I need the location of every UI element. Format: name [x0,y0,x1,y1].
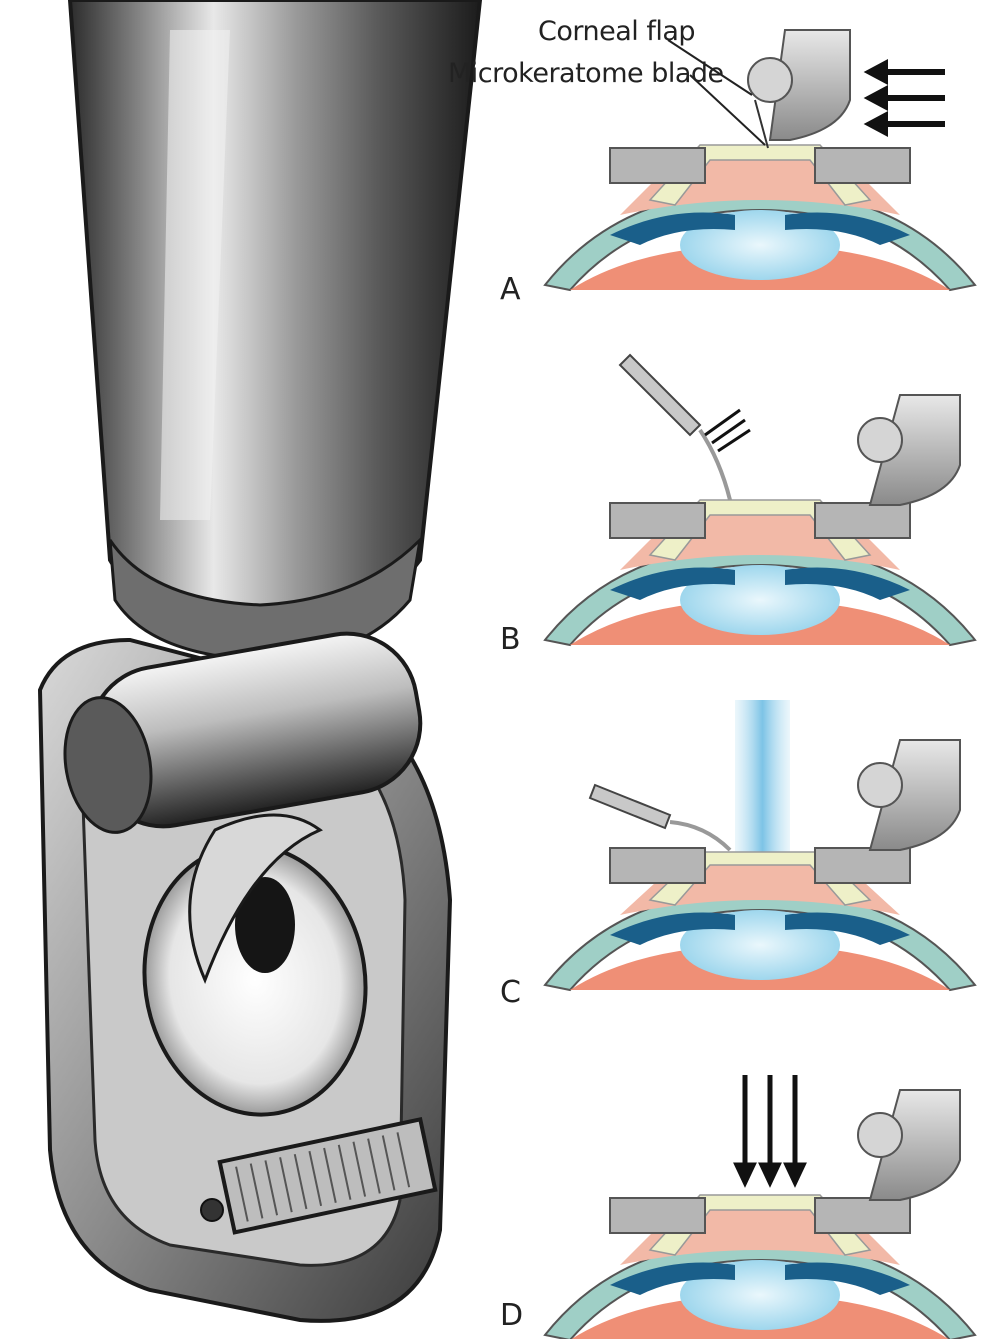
label-microkeratome-blade: Microkeratome blade [448,58,724,89]
panel-c [545,700,975,990]
flap-replacement-arrows-d [737,1075,803,1182]
eye-cross-section-b [545,500,975,645]
suction-ring-right [815,148,910,183]
forceps-holding-flap-c [590,785,730,850]
panel-label-a: A [500,272,521,307]
microkeratome-head-d [858,1090,960,1200]
panel-b [545,355,975,645]
microkeratome-head-c [858,740,960,850]
eye-cross-section-d [545,1195,975,1339]
label-corneal-flap: Corneal flap [538,16,695,47]
forceps-lifting-flap-b [620,355,750,500]
microkeratome-head-b [858,395,960,505]
motion-arrows-a [870,64,945,132]
gear-head [748,58,792,102]
panel-label-d: D [500,1298,523,1333]
eye-cross-section-a [545,145,975,290]
microkeratome-device [40,0,480,1321]
microkeratome-head-a [748,30,850,148]
panel-label-b: B [500,622,521,657]
panel-d [545,1075,975,1339]
screw [201,1199,223,1221]
suction-ring-left [610,148,705,183]
eye-cross-section-c [545,848,975,990]
laser-beam [735,700,790,860]
panel-label-c: C [500,975,521,1010]
